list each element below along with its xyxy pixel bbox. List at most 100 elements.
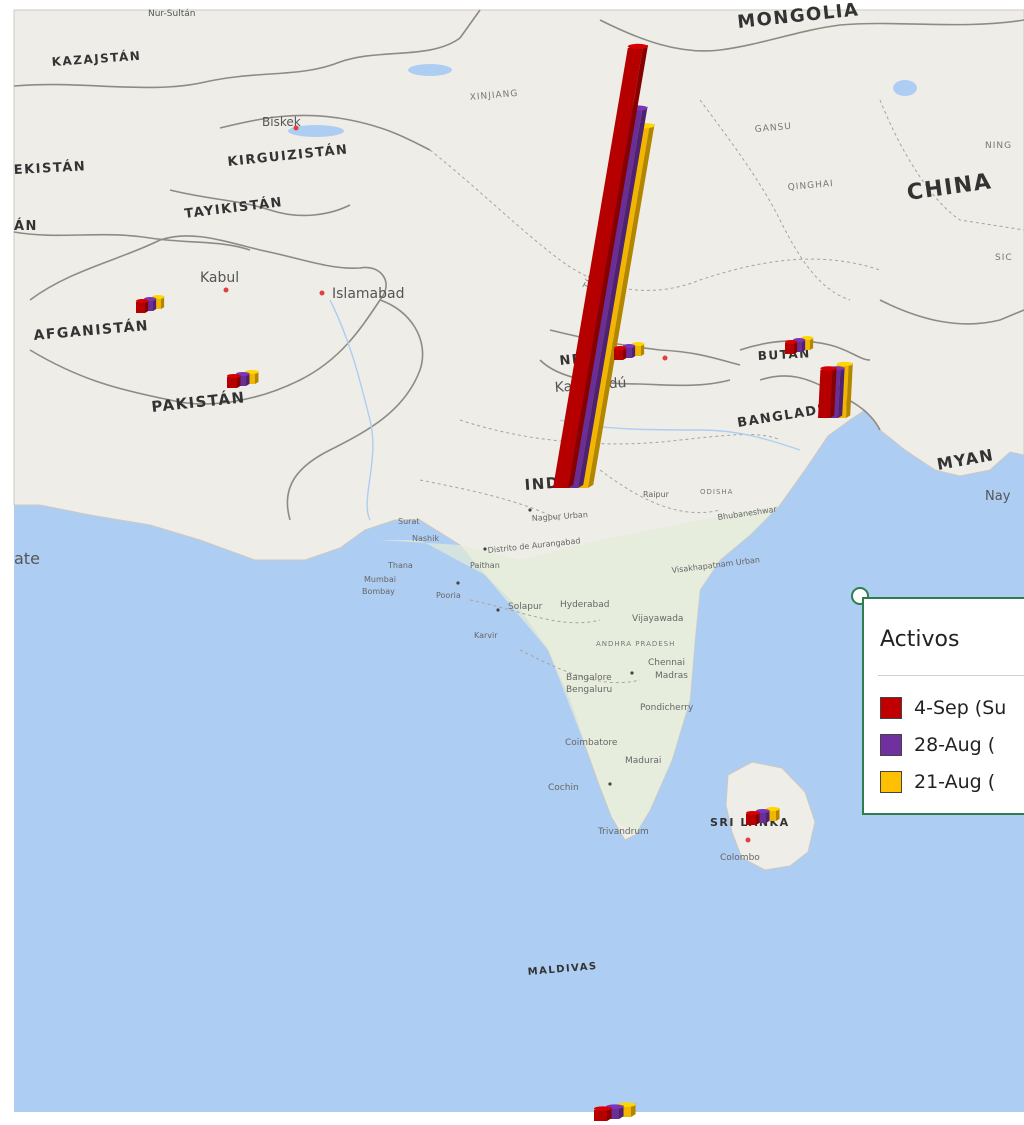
legend-title: Activos (880, 627, 960, 652)
bar-top-bangladesh-series-0 (820, 366, 837, 371)
legend-label: 21-Aug ( (914, 771, 996, 793)
label-ningxia: NING (985, 141, 1012, 151)
bar-side-nepal-series-2 (641, 343, 645, 356)
bar-side-pakistan-series-2 (255, 370, 259, 384)
label-sichuan: SIC (995, 253, 1013, 263)
bar-pakistan-series-0[interactable] (227, 377, 237, 388)
legend-label: 4-Sep (Su (914, 697, 1007, 719)
city-dots-black (456, 508, 634, 786)
label-islamabad: Islamabad (332, 286, 404, 302)
bar-side-india-series-2 (588, 124, 655, 489)
label-madurai: Madurai (625, 756, 661, 766)
bar-side-maldives-series-0 (607, 1107, 612, 1121)
bar-side-bangladesh-series-1 (838, 367, 845, 418)
bar-side-maldives-series-1 (619, 1105, 624, 1119)
bar-top-sri-lanka-series-1 (756, 808, 770, 813)
bar-side-india-series-0 (568, 44, 649, 488)
bar-top-maldives-series-0 (594, 1106, 612, 1111)
legend-item-aug28: 28-Aug ( (880, 732, 995, 758)
column-bars (136, 43, 853, 1121)
bar-side-sri-lanka-series-2 (776, 807, 780, 821)
label-karvir: Karvir (474, 631, 498, 640)
label-cochin: Cochin (548, 783, 579, 793)
bar-side-pakistan-series-1 (246, 372, 250, 386)
label-gansu: GANSU (754, 122, 792, 135)
label-ate: ate (14, 549, 40, 568)
legend-divider (878, 675, 1024, 676)
legend-label: 28-Aug ( (914, 734, 996, 756)
label-bombay: Bombay (362, 587, 395, 596)
label-thana: Thana (387, 561, 413, 570)
label-mumbai: Mumbai (364, 575, 396, 584)
label-odisha: ODISHA (700, 488, 733, 496)
label-kazakhstan: KAZAJSTÁN (51, 48, 142, 69)
bar-top-india-series-0 (627, 43, 649, 50)
label-pooria: Pooria (436, 591, 461, 600)
bar-sri-lanka-series-0[interactable] (746, 814, 756, 825)
bar-side-afghanistan-series-2 (161, 296, 165, 309)
legend-swatch (880, 734, 902, 756)
legend-panel[interactable]: Activos 4-Sep (Su 28-Aug ( 21-Aug ( (862, 597, 1024, 815)
label-naypyidaw: Nay (985, 489, 1011, 504)
label-nur-sultan: Nur-Sultán (148, 9, 195, 19)
label-nashik: Nashik (412, 534, 439, 543)
bar-top-nepal-series-2 (632, 342, 645, 347)
label-biskek: Biskek (262, 115, 301, 129)
bar-side-sri-lanka-series-1 (766, 809, 770, 823)
bar-side-pakistan-series-0 (237, 374, 241, 388)
label-nagpur: Nagpur Urban (532, 510, 589, 523)
legend-swatch (880, 697, 902, 719)
bar-nepal-series-0[interactable] (614, 349, 623, 360)
label-turkmenistan: ÁN (14, 218, 38, 234)
label-coimbatore: Coimbatore (565, 738, 618, 748)
bar-top-sri-lanka-series-0 (746, 810, 760, 815)
bar-side-bangladesh-series-0 (830, 367, 837, 418)
bar-side-nepal-series-1 (632, 345, 636, 358)
city-dots (223, 125, 751, 843)
bar-side-nepal-series-0 (623, 347, 627, 360)
water-features (288, 64, 917, 137)
bar-top-bangladesh-series-2 (836, 361, 853, 367)
bar-side-india-series-1 (578, 106, 648, 488)
label-bangalore: Bangalore (566, 673, 612, 683)
label-trivandrum: Trivandrum (597, 827, 649, 837)
bar-side-bhutan-series-2 (810, 337, 814, 350)
label-andhra: ANDHRA PRADESH (596, 640, 675, 648)
bar-maldives-series-0[interactable] (594, 1110, 607, 1121)
label-chennai: Chennai (648, 658, 685, 668)
label-pondicherry: Pondicherry (640, 703, 694, 713)
bar-afghanistan-series-0[interactable] (136, 302, 145, 313)
bar-side-afghanistan-series-1 (153, 298, 157, 311)
bar-top-pakistan-series-0 (227, 373, 241, 378)
bar-bangladesh-series-0[interactable] (818, 369, 833, 418)
bar-side-bangladesh-series-2 (846, 362, 853, 418)
label-hyderabad: Hyderabad (560, 600, 610, 610)
label-vijayawada: Vijayawada (632, 614, 683, 624)
legend-item-sep4: 4-Sep (Su (880, 695, 1006, 721)
bar-side-bhutan-series-0 (794, 341, 798, 354)
legend-swatch (880, 771, 902, 793)
land-india-tint (380, 505, 780, 835)
province-borders (419, 99, 1024, 684)
bar-top-bhutan-series-0 (785, 340, 798, 345)
bar-top-afghanistan-series-0 (136, 299, 149, 304)
label-uzbekistan: EKISTÁN (13, 158, 86, 178)
label-solapur: Solapur (508, 602, 543, 612)
label-bengaluru: Bengaluru (566, 685, 612, 695)
label-qinghai: QINGHAI (787, 179, 834, 193)
bar-bhutan-series-0[interactable] (785, 343, 794, 354)
legend-item-aug21: 21-Aug ( (880, 769, 995, 795)
label-raipur: Raipur (643, 490, 670, 499)
label-madras: Madras (655, 671, 688, 681)
bar-side-afghanistan-series-0 (145, 300, 149, 313)
bar-india-series-0[interactable] (553, 48, 643, 488)
label-kabul: Kabul (200, 270, 239, 286)
bar-top-nepal-series-0 (614, 346, 627, 351)
bar-side-bhutan-series-1 (802, 339, 806, 352)
bar-side-maldives-series-2 (631, 1103, 636, 1117)
label-xinjiang: XINJIANG (469, 89, 518, 103)
label-surat: Surat (398, 517, 419, 526)
bar-top-nepal-series-1 (623, 344, 636, 349)
bar-side-sri-lanka-series-0 (756, 811, 760, 825)
